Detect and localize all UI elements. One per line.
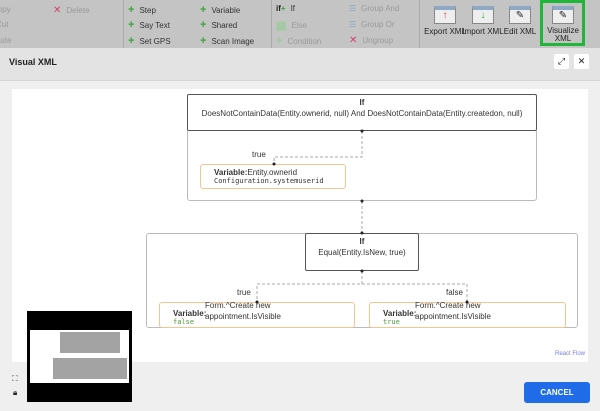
expand-icon: ⤢ (557, 56, 566, 66)
plus-icon: + (200, 19, 207, 31)
close-icon: ✕ (577, 56, 586, 66)
import-xml-button[interactable]: ↓Import XML (461, 4, 505, 36)
add-shared-button[interactable]: +Shared (200, 19, 238, 31)
add-else-button[interactable]: ▤Else (276, 20, 307, 32)
edge-label: false (446, 288, 463, 297)
fullscreen-button[interactable]: ⤢ (554, 54, 569, 69)
paste-button[interactable]: Paste (0, 36, 12, 45)
edge-label: true (252, 150, 266, 159)
visualize-highlight (540, 0, 585, 46)
react-flow-attribution[interactable]: React Flow (555, 351, 586, 357)
plus-icon: + (128, 19, 135, 31)
edit-xml-button[interactable]: ✎Edit XML (500, 4, 540, 36)
minimap[interactable] (27, 311, 132, 402)
delete-icon: ✕ (53, 5, 62, 16)
ungroup-button[interactable]: ✕Ungroup (349, 35, 394, 46)
ribbon-toolbar: Copy Cut Paste ✕Delete +Step +Say Text +… (0, 0, 600, 48)
lock-icon[interactable]: 🔒︎ (13, 388, 18, 397)
cut-button[interactable]: Cut (0, 20, 9, 29)
handle (360, 269, 364, 273)
visualize-icon: ✎ (552, 6, 574, 24)
edge (273, 131, 363, 164)
edit-icon: ✎ (509, 6, 531, 24)
add-variable-button[interactable]: +Variable (200, 4, 241, 16)
dialog-title: Visual XML (9, 57, 57, 67)
else-icon: ▤ (276, 20, 287, 32)
export-icon: ↑ (434, 6, 456, 24)
plus-icon: + (128, 35, 135, 47)
edge (256, 271, 363, 302)
plus-icon: + (200, 35, 207, 47)
cancel-button[interactable]: CANCEL (524, 382, 590, 403)
handle (360, 199, 364, 203)
visualize-xml-button[interactable]: ✎Visualize XML (543, 4, 583, 43)
edge (362, 283, 468, 302)
delete-button[interactable]: ✕Delete (53, 5, 90, 16)
add-say-text-button[interactable]: +Say Text (128, 19, 170, 31)
ungroup-icon: ✕ (349, 35, 358, 46)
edges (255, 129, 469, 304)
add-set-gps-button[interactable]: +Set GPS (128, 35, 171, 47)
if-icon: if+ (276, 4, 286, 13)
handle (255, 300, 259, 304)
add-step-button[interactable]: +Step (128, 4, 156, 16)
handle (360, 231, 364, 235)
group-icon: ☰ (349, 20, 357, 29)
copy-button[interactable]: Copy (0, 5, 11, 14)
handle (360, 129, 364, 133)
add-condition-button[interactable]: +Condition (276, 35, 322, 47)
export-xml-button[interactable]: ↑Export XML (423, 4, 467, 36)
add-scan-image-button[interactable]: +Scan Image (200, 35, 255, 47)
handle (465, 300, 469, 304)
variable-node[interactable]: Variable: false Form.^Create new appoint… (159, 301, 355, 328)
handle (272, 162, 276, 166)
add-if-button[interactable]: if+If (276, 4, 296, 13)
plus-icon: + (276, 35, 283, 47)
plus-icon: + (200, 4, 207, 16)
group-and-button[interactable]: ☰Group And (349, 4, 400, 13)
group-icon: ☰ (349, 4, 357, 13)
if-node[interactable]: If DoesNotContainData(Entity.ownerid, nu… (187, 94, 537, 131)
fit-view-icon[interactable]: ⛶ (12, 374, 18, 383)
dialog-header (0, 48, 600, 81)
edge-label: true (237, 288, 251, 297)
flow-canvas[interactable]: If DoesNotContainData(Entity.ownerid, nu… (12, 89, 588, 362)
plus-icon: + (128, 4, 135, 16)
group-or-button[interactable]: ☰Group Or (349, 20, 395, 29)
import-icon: ↓ (472, 6, 494, 24)
close-button[interactable]: ✕ (574, 54, 589, 69)
